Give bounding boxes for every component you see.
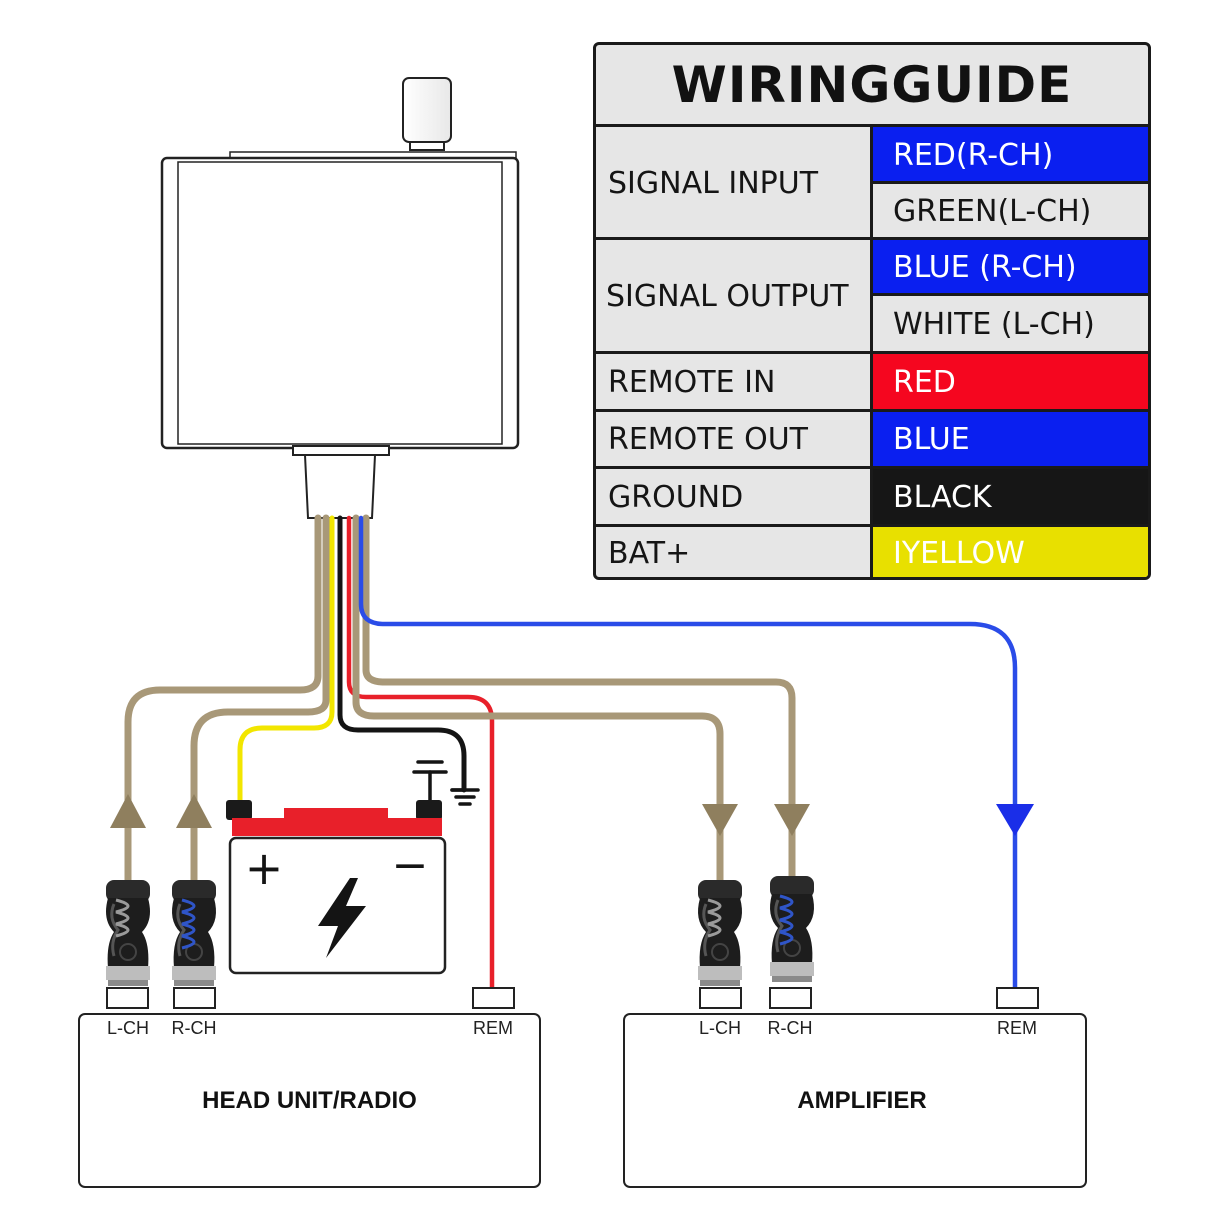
wire-output-rch bbox=[362, 514, 796, 894]
guide-label-remote-out: REMOTE OUT bbox=[596, 411, 873, 468]
battery bbox=[226, 800, 447, 975]
amplifier-name: AMPLIFIER bbox=[797, 1087, 927, 1114]
wire-black-ground bbox=[337, 515, 467, 793]
rca-plug-icon bbox=[696, 878, 744, 988]
amplifier-port-rch: R-CH bbox=[767, 1018, 813, 1038]
guide-label-remote-in: REMOTE IN bbox=[596, 353, 873, 411]
arrow-down-icon bbox=[996, 804, 1034, 836]
arrow-down-icon bbox=[702, 804, 738, 836]
rca-plug-icon bbox=[104, 878, 152, 988]
wire-output-lch bbox=[352, 514, 724, 894]
guide-value-remote-in: RED bbox=[873, 353, 1148, 411]
arrows bbox=[110, 794, 1034, 836]
guide-label-ground: GROUND bbox=[596, 468, 873, 526]
head-unit-name: HEAD UNIT/RADIO bbox=[202, 1087, 417, 1114]
rca-plugs bbox=[104, 874, 816, 988]
head-unit-port-rem: REM bbox=[473, 1018, 513, 1038]
wire-blue-rem bbox=[358, 515, 1018, 993]
battery-plus: + bbox=[245, 841, 284, 895]
arrow-up-icon bbox=[110, 794, 146, 828]
amplifier-box bbox=[623, 987, 1087, 1188]
guide-value-input-lch: GREEN(L-CH) bbox=[873, 183, 1148, 239]
guide-value-ground: BLACK bbox=[873, 468, 1148, 526]
wire-input-lch bbox=[124, 514, 322, 894]
rca-plug-icon bbox=[768, 874, 816, 984]
guide-label-signal-input: SIGNAL INPUT bbox=[596, 127, 873, 239]
wiring-guide-table: WIRINGGUIDE SIGNAL INPUT SIGNAL OUTPUT R… bbox=[593, 42, 1151, 580]
ground-symbol-icon bbox=[412, 760, 480, 806]
wires bbox=[124, 514, 1018, 993]
guide-label-bat-plus: BAT+ bbox=[596, 526, 873, 577]
guide-value-remote-out: BLUE bbox=[873, 411, 1148, 468]
rca-plug-icon bbox=[170, 878, 218, 988]
guide-value-output-lch: WHITE (L-CH) bbox=[873, 295, 1148, 353]
wire-yellow-bat bbox=[237, 515, 335, 803]
arrow-up-icon bbox=[176, 794, 212, 828]
lightning-bolt-icon bbox=[318, 878, 366, 958]
wire-red-rem bbox=[346, 515, 495, 993]
amplifier-port-rem: REM bbox=[997, 1018, 1037, 1038]
guide-value-bat-plus: IYELLOW bbox=[873, 526, 1148, 577]
guide-value-output-rch: BLUE (R-CH) bbox=[873, 239, 1148, 295]
head-unit-box bbox=[78, 987, 541, 1188]
wire-input-rch bbox=[190, 514, 330, 894]
battery-minus: − bbox=[392, 840, 429, 891]
processor-module bbox=[160, 77, 520, 519]
guide-value-input-rch: RED(R-CH) bbox=[873, 127, 1148, 183]
amplifier-port-lch: L-CH bbox=[698, 1018, 741, 1038]
head-unit-port-lch: L-CH bbox=[106, 1018, 149, 1038]
arrow-down-icon bbox=[774, 804, 810, 836]
guide-label-signal-output: SIGNAL OUTPUT bbox=[596, 239, 873, 353]
wiring-guide-title: WIRINGGUIDE bbox=[596, 45, 1148, 127]
head-unit-port-rch: R-CH bbox=[171, 1018, 217, 1038]
